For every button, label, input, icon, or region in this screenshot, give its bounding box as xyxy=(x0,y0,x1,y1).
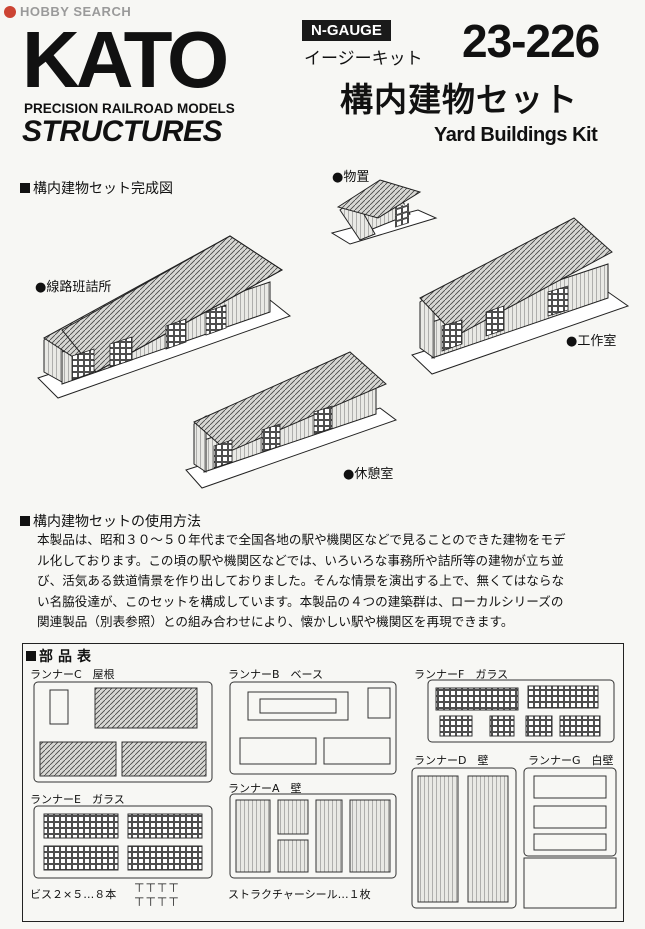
usage-line: い名脇役達が、このセットを構成しています。本製品の４つの建築群は、ローカルシリー… xyxy=(37,593,564,609)
runner-d-label: ランナーD 壁 xyxy=(414,754,489,767)
runner-e-drawing xyxy=(33,805,213,879)
runner-f-label: ランナーF ガラス xyxy=(414,668,509,681)
runner-a-label: ランナーA 壁 xyxy=(228,782,302,795)
hobby-search-logo-icon xyxy=(4,5,16,18)
brand-tagline: PRECISION RAILROAD MODELS xyxy=(24,101,235,116)
square-bullet-icon xyxy=(26,651,36,661)
parts-section-heading: 部品表 xyxy=(26,646,96,666)
rest-room-illustration xyxy=(185,351,398,489)
runner-a-drawing xyxy=(229,793,397,879)
title-jp: 構内建物セット xyxy=(340,80,578,119)
usage-line: ル化しております。この頃の駅や機関区などでは、いろいろな事務所や詰所等の建物が立… xyxy=(37,552,564,568)
title-en: Yard Buildings Kit xyxy=(434,124,598,146)
runner-d-drawing xyxy=(411,767,517,909)
label-track-office: ●線路班詰所 xyxy=(35,280,112,295)
runner-f-drawing xyxy=(427,679,615,743)
runner-c-label: ランナーC 屋根 xyxy=(30,668,115,681)
parts-frame xyxy=(22,643,624,922)
usage-line: 本製品は、昭和３０～５０年代まで全国各地の駅や機関区などで見ることのできた建物を… xyxy=(37,532,566,547)
runner-b-drawing xyxy=(229,681,397,775)
watermark-text: HOBBY SEARCH xyxy=(20,4,132,19)
label-rest-room: ●休憩室 xyxy=(343,467,394,482)
label-storage: ●物置 xyxy=(332,170,370,185)
usage-description: 本製品は、昭和３０～５０年代まで全国各地の駅や機関区などで見ることのできた建物を… xyxy=(37,530,627,633)
workshop-illustration xyxy=(411,217,630,375)
product-number: 23-226 xyxy=(462,15,600,67)
runner-g-label: ランナーG 白壁 xyxy=(528,754,614,767)
runner-g-drawing xyxy=(523,767,617,909)
usage-section-heading: 構内建物セットの使用方法 xyxy=(20,511,201,531)
watermark: HOBBY SEARCH xyxy=(4,4,131,19)
usage-line: 関連製品（別表参照）との組み合わせにより、懐かしい駅や機関区を再現できます。 xyxy=(37,614,514,629)
sticker-label: ストラクチャーシール…１枚 xyxy=(228,888,371,901)
screws-label: ビス２×５…８本 xyxy=(30,888,117,901)
runner-e-label: ランナーE ガラス xyxy=(30,793,125,806)
label-workshop: ●工作室 xyxy=(566,334,617,349)
runner-b-label: ランナーB ベース xyxy=(228,668,323,681)
completed-section-heading: 構内建物セット完成図 xyxy=(20,178,173,198)
building-illustrations xyxy=(37,179,630,489)
brand-series: STRUCTURES xyxy=(22,115,223,148)
square-bullet-icon xyxy=(20,516,30,526)
track-office-illustration xyxy=(37,235,292,399)
runner-c-drawing xyxy=(33,681,213,783)
square-bullet-icon xyxy=(20,183,30,193)
storage-shed-illustration xyxy=(330,179,438,245)
subtitle-jp: イージーキット xyxy=(304,49,423,69)
gauge-badge: N-GAUGE xyxy=(302,20,391,41)
kato-logo: KATO xyxy=(22,15,229,104)
usage-line: び、活気ある鉄道情景を作り出しておりました。そんな情景を演出する上で、無くてはな… xyxy=(37,573,565,588)
screw-icon: ⊤⊤⊤⊤⊤⊤⊤⊤ xyxy=(134,881,180,909)
